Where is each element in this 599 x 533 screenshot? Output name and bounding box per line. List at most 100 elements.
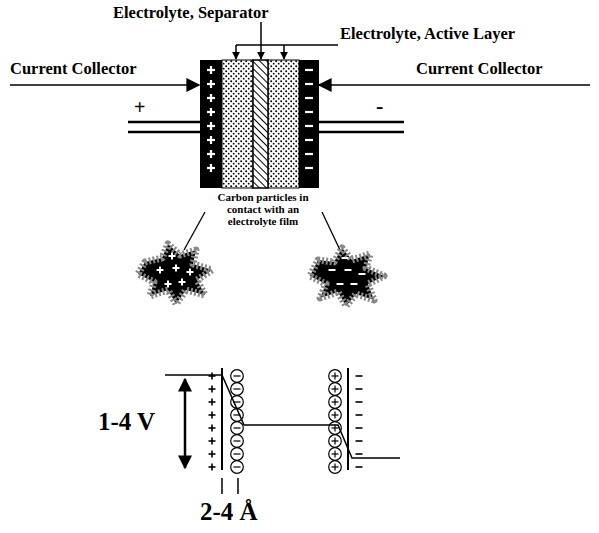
plus-charges — [210, 150, 212, 158]
callout-lines — [322, 212, 340, 250]
double-layer — [234, 453, 241, 454]
dimension-tick — [237, 478, 239, 494]
double-layer — [334, 464, 335, 471]
plus-charges — [210, 108, 212, 116]
carbon-particle — [359, 273, 366, 275]
carbon-particle — [157, 253, 194, 288]
separator — [253, 60, 268, 188]
plus-charges — [210, 80, 212, 88]
minus-charges — [305, 125, 313, 127]
terminal-leads — [128, 131, 200, 134]
double-layer — [356, 414, 363, 416]
minus-charges — [305, 70, 313, 168]
double-layer — [234, 466, 241, 467]
double-layer — [329, 370, 342, 474]
double-layer — [356, 440, 363, 442]
double-layer — [356, 453, 363, 455]
carbon-particle — [329, 258, 366, 284]
current-collector — [200, 60, 222, 188]
double-layer — [329, 461, 342, 474]
double-layer — [329, 435, 342, 448]
double-layer — [211, 438, 213, 445]
double-layer — [211, 373, 213, 380]
cell-stack — [200, 60, 319, 188]
double-layer — [211, 425, 213, 432]
double-layer — [334, 386, 335, 393]
minus-charges — [305, 167, 313, 169]
double-layer — [231, 422, 244, 435]
voltage-arrow — [184, 379, 187, 468]
double-layer — [231, 370, 244, 383]
part-label: Electrolyte, Active Layer — [340, 25, 515, 43]
double-layer — [329, 448, 342, 461]
double-layer — [234, 388, 241, 389]
double-layer — [211, 451, 213, 458]
carbon-particle — [181, 279, 183, 286]
double-layer — [334, 373, 335, 380]
part-label: Current Collector — [416, 60, 543, 78]
double-layer — [356, 375, 363, 377]
plus-charges — [210, 136, 212, 144]
leader-lines — [319, 84, 590, 86]
double-layer — [334, 438, 335, 445]
carbon-particle — [167, 281, 169, 288]
carbon-particle — [189, 269, 191, 276]
double-layer — [231, 370, 244, 474]
double-layer — [329, 370, 342, 383]
plus-charges — [207, 66, 215, 172]
leader-lines — [235, 45, 237, 59]
carbon-particle — [345, 269, 352, 271]
double-layer — [356, 427, 363, 429]
plus-charges — [210, 94, 212, 102]
plus-charges — [210, 122, 212, 130]
terminal-leads — [128, 121, 200, 124]
double-layer — [231, 383, 244, 396]
double-layer — [209, 373, 216, 471]
terminal-sign: + — [134, 96, 145, 118]
current-collector — [299, 60, 319, 188]
carbon-particle — [138, 244, 212, 304]
double-layer — [329, 396, 342, 409]
double-layer — [211, 464, 213, 471]
terminal-leads — [318, 131, 404, 134]
carbon-particle — [159, 267, 161, 274]
carbon-particle — [171, 253, 173, 260]
double-layer — [211, 399, 213, 406]
carbon-particle — [337, 283, 344, 285]
carbon-particle — [310, 248, 384, 306]
carbon-particle — [342, 257, 349, 259]
double-layer — [231, 448, 244, 461]
double-layer — [234, 440, 241, 441]
carbon-particle — [329, 269, 336, 271]
part-label: Current Collector — [10, 60, 137, 78]
carbon-particle — [310, 248, 384, 306]
double-layer — [211, 386, 213, 393]
leader-lines — [260, 22, 262, 59]
double-layer — [334, 412, 335, 419]
double-layer — [329, 409, 342, 422]
double-layer — [234, 375, 241, 376]
minus-charges — [305, 69, 313, 71]
part-label: Electrolyte, Separator — [113, 4, 268, 22]
double-layer — [211, 412, 213, 419]
leader-lines — [236, 44, 338, 46]
double-layer — [231, 461, 244, 474]
minus-charges — [305, 83, 313, 85]
minus-charges — [305, 139, 313, 141]
double-layer — [231, 435, 244, 448]
double-layer — [356, 466, 363, 468]
plus-charges — [210, 66, 212, 74]
carbon-particle — [351, 283, 358, 285]
double-layer — [334, 399, 335, 406]
plus-charges — [210, 164, 212, 172]
carbon-particle — [138, 244, 212, 304]
potential-curve — [165, 375, 400, 458]
dimension-tick — [221, 478, 223, 494]
carbon-particle — [175, 265, 177, 272]
minus-charges — [305, 153, 313, 155]
dimension-label: 1-4 V — [98, 408, 155, 436]
double-layer — [165, 368, 400, 494]
terminal-sign: - — [376, 94, 383, 118]
double-layer — [356, 401, 363, 403]
